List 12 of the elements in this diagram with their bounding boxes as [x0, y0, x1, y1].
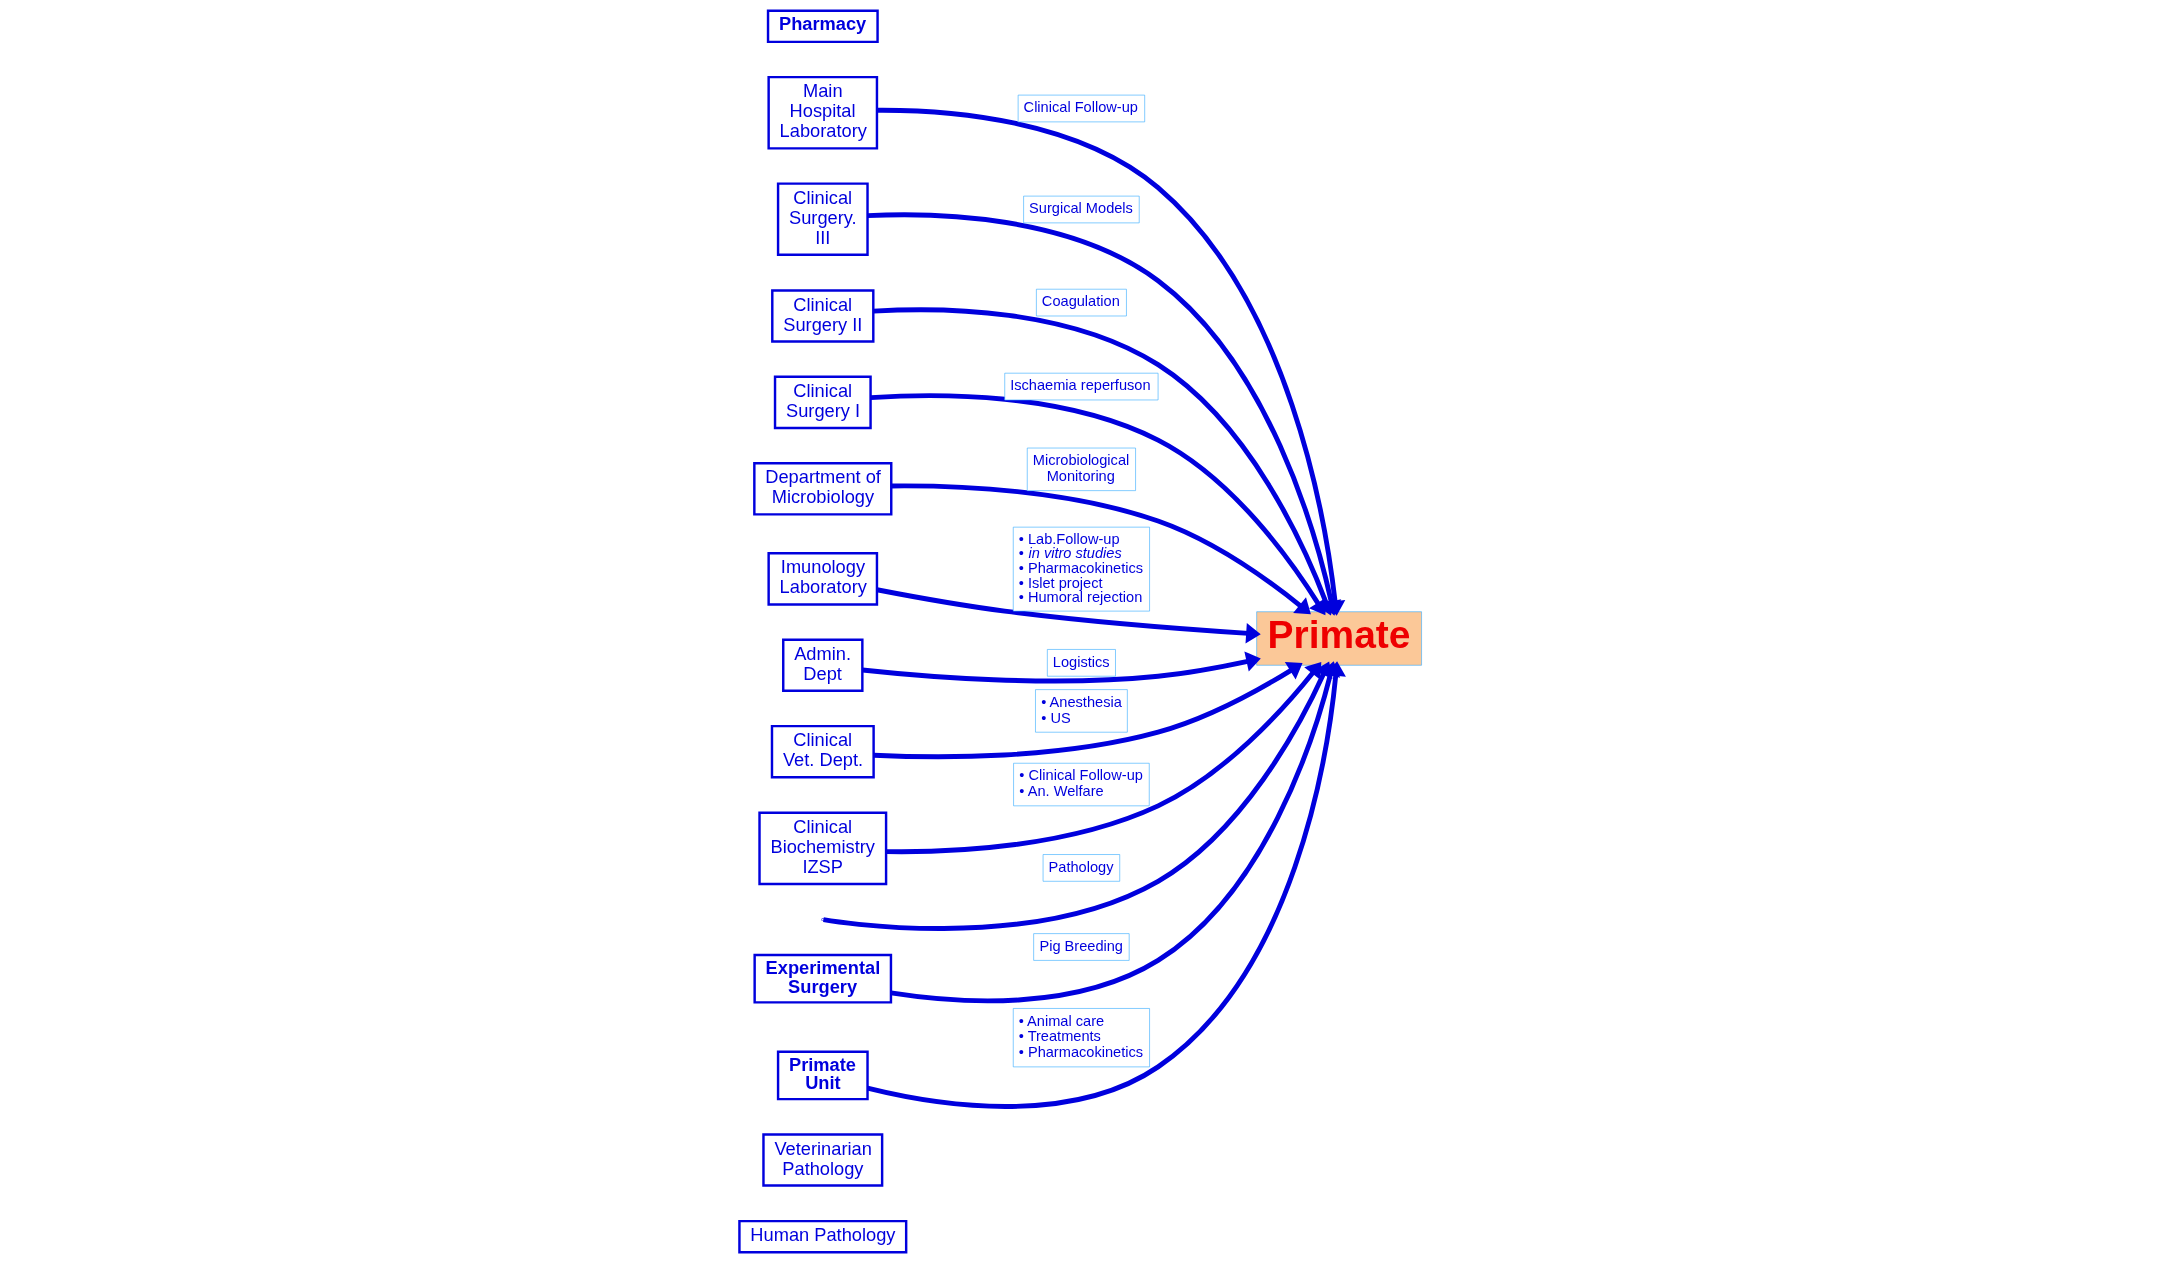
edge-label: • Animal care • Treatments • Pharmacokinetics: [1018, 1012, 1144, 1061]
edge-label: Clinical Follow-up: [1023, 99, 1138, 116]
edge-label: • Lab.Follow-up • in vitro studies • Pharmacokinetics • Islet project • Humoral rejection: [1018, 530, 1144, 606]
edge-label: • Clinical Follow-up • An. Welfare: [1019, 767, 1143, 800]
edge-label: Microbiological Monitoring: [1032, 452, 1130, 485]
edge-label: Logistics: [1052, 653, 1110, 670]
edge-label: • Anesthesia • US: [1041, 693, 1122, 726]
edge-label: Ischaemia reperfuson: [1010, 377, 1151, 394]
edge-label: Coagulation: [1041, 293, 1120, 310]
edge-label: Surgical Models: [1029, 200, 1133, 217]
edge-label: Pig Breeding: [1039, 937, 1123, 954]
edge-label: Pathology: [1048, 858, 1114, 875]
